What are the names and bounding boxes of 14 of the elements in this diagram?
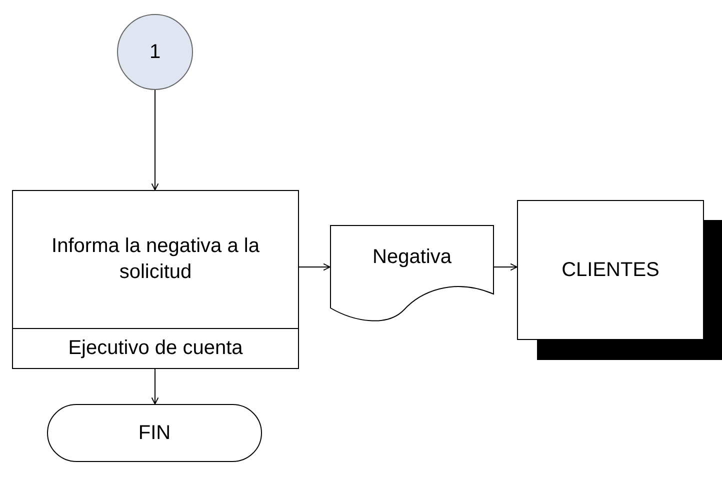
document-label: Negativa bbox=[372, 245, 452, 270]
connector-label: 1 bbox=[148, 40, 162, 65]
process-box bbox=[12, 190, 299, 369]
terminator-label: FIN bbox=[137, 421, 172, 446]
external-entity-box bbox=[517, 200, 722, 360]
connector-circle bbox=[117, 14, 193, 90]
arrow bbox=[151, 368, 159, 404]
document-shape bbox=[330, 225, 494, 322]
arrow bbox=[298, 263, 330, 271]
role-label: Ejecutivo de cuenta bbox=[67, 336, 244, 361]
arrow bbox=[494, 263, 518, 271]
process-label: Informa la negativa a la solicitud bbox=[50, 234, 260, 285]
arrow bbox=[151, 90, 159, 190]
entity-label: CLIENTES bbox=[560, 258, 660, 283]
